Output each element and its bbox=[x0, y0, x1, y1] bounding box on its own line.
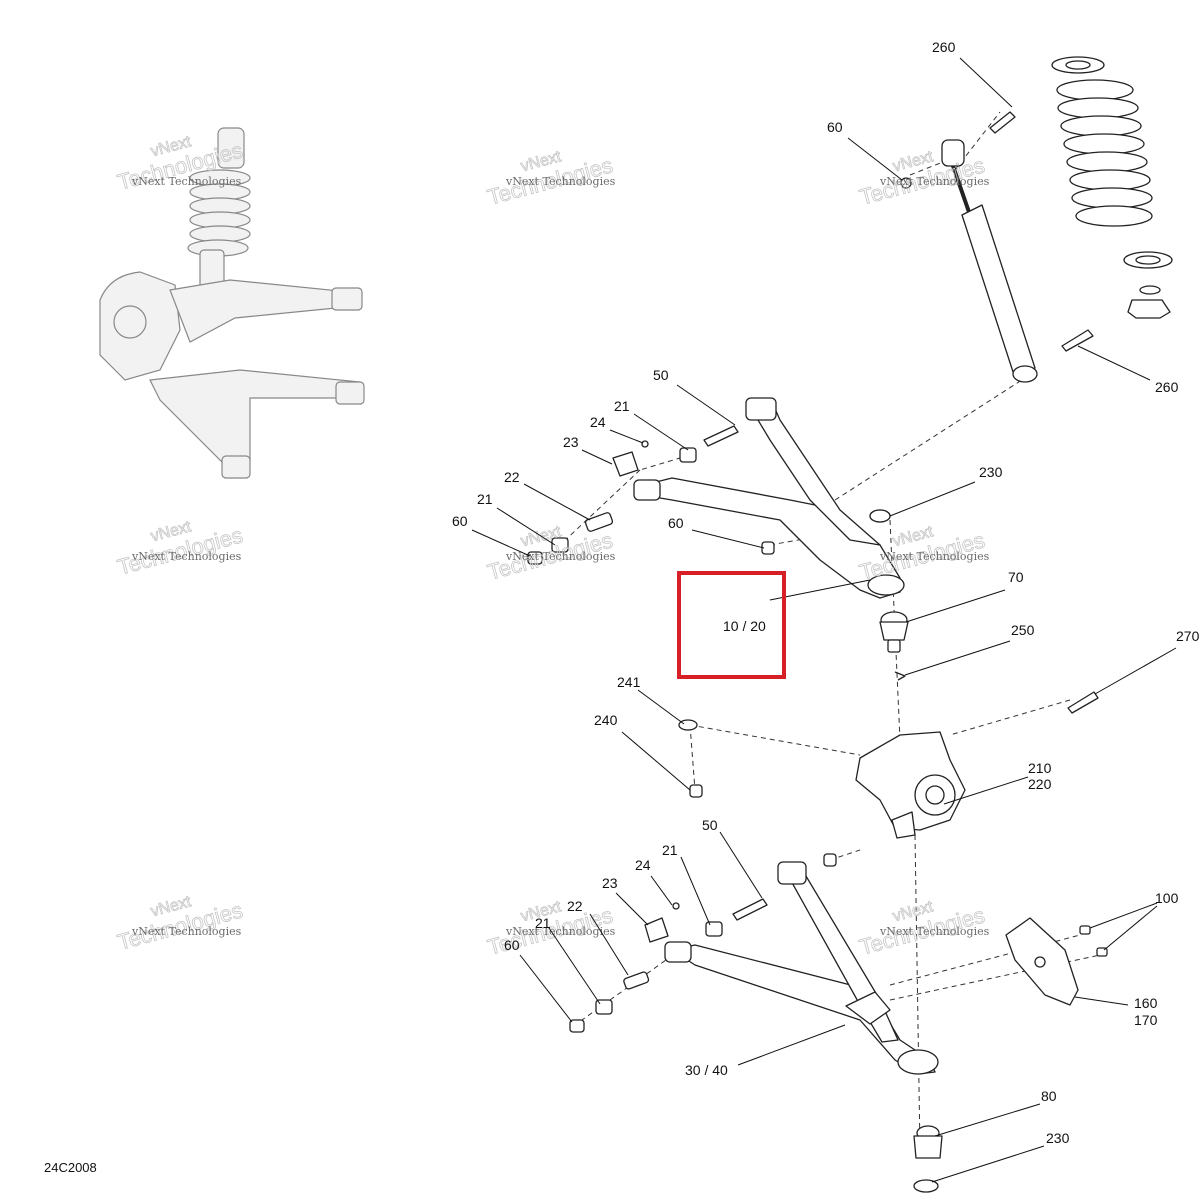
callout-label: 23 bbox=[602, 875, 618, 891]
callout-label: 60 bbox=[827, 119, 843, 135]
callout-label: 23 bbox=[563, 434, 579, 450]
callout-label: 241 bbox=[617, 674, 641, 690]
callout-label: 50 bbox=[702, 817, 718, 833]
callout-labels: 260 60 260 50 21 24 23 230 22 21 60 60 7… bbox=[452, 39, 1200, 1146]
callout-label: 22 bbox=[504, 469, 520, 485]
watermark-text: vNext Technologies bbox=[879, 550, 990, 563]
callout-label: 260 bbox=[932, 39, 956, 55]
callout-label: 250 bbox=[1011, 622, 1035, 638]
callout-label: 24 bbox=[635, 857, 651, 873]
watermark-text: vNext Technologies bbox=[505, 175, 616, 188]
callout-label: 21 bbox=[535, 915, 551, 931]
leader-lines bbox=[471, 57, 1177, 1183]
watermark-text: vNext Technologies bbox=[131, 925, 242, 938]
watermark-text: vNext Technologies bbox=[131, 175, 242, 188]
lower-ball-joint-illustration bbox=[913, 1125, 943, 1193]
knuckle-illustration bbox=[678, 691, 1099, 839]
watermark-text: vNext Technologies bbox=[505, 550, 616, 563]
callout-label: 24 bbox=[590, 414, 606, 430]
callout-label: 230 bbox=[979, 464, 1003, 480]
watermark-text: vNext Technologies bbox=[879, 175, 990, 188]
callout-label: 21 bbox=[477, 491, 493, 507]
guard-plate-illustration bbox=[1005, 917, 1108, 1006]
highlight-label: 10 / 20 bbox=[723, 618, 766, 634]
callout-label: 50 bbox=[653, 367, 669, 383]
callout-label: 210 bbox=[1028, 760, 1052, 776]
watermark-text: vNext Technologies bbox=[879, 925, 990, 938]
highlighted-callout[interactable]: 10 / 20 bbox=[677, 571, 786, 679]
callout-label: 22 bbox=[567, 898, 583, 914]
callout-label: 100 bbox=[1155, 890, 1179, 906]
shock-absorber-illustration bbox=[900, 111, 1094, 383]
callout-label: 60 bbox=[504, 937, 520, 953]
overview-assembly-illustration bbox=[99, 127, 365, 479]
callout-label: 70 bbox=[1008, 569, 1024, 585]
callout-label: 21 bbox=[614, 398, 630, 414]
callout-label: 160 bbox=[1134, 995, 1158, 1011]
diagram-id: 24C2008 bbox=[44, 1160, 97, 1175]
callout-label: 260 bbox=[1155, 379, 1179, 395]
callout-label: 230 bbox=[1046, 1130, 1070, 1146]
callout-label: 220 bbox=[1028, 776, 1052, 792]
upper-ball-joint-illustration bbox=[879, 611, 909, 681]
callout-label: 21 bbox=[662, 842, 678, 858]
upper-a-arm-illustration bbox=[527, 397, 905, 599]
callout-label: 60 bbox=[452, 513, 468, 529]
watermark-text: vNext Technologies bbox=[505, 925, 616, 938]
callout-label: 80 bbox=[1041, 1088, 1057, 1104]
callout-label: 240 bbox=[594, 712, 618, 728]
coil-spring-illustration bbox=[1051, 56, 1173, 319]
callout-label: 270 bbox=[1176, 628, 1200, 644]
circlip-upper bbox=[869, 509, 891, 523]
callout-label: 60 bbox=[668, 515, 684, 531]
watermark-text: vNext Technologies bbox=[131, 550, 242, 563]
highlight-box bbox=[677, 571, 786, 679]
callout-label: 170 bbox=[1134, 1012, 1158, 1028]
lower-a-arm-illustration bbox=[569, 853, 939, 1075]
callout-label: 30 / 40 bbox=[685, 1062, 728, 1078]
